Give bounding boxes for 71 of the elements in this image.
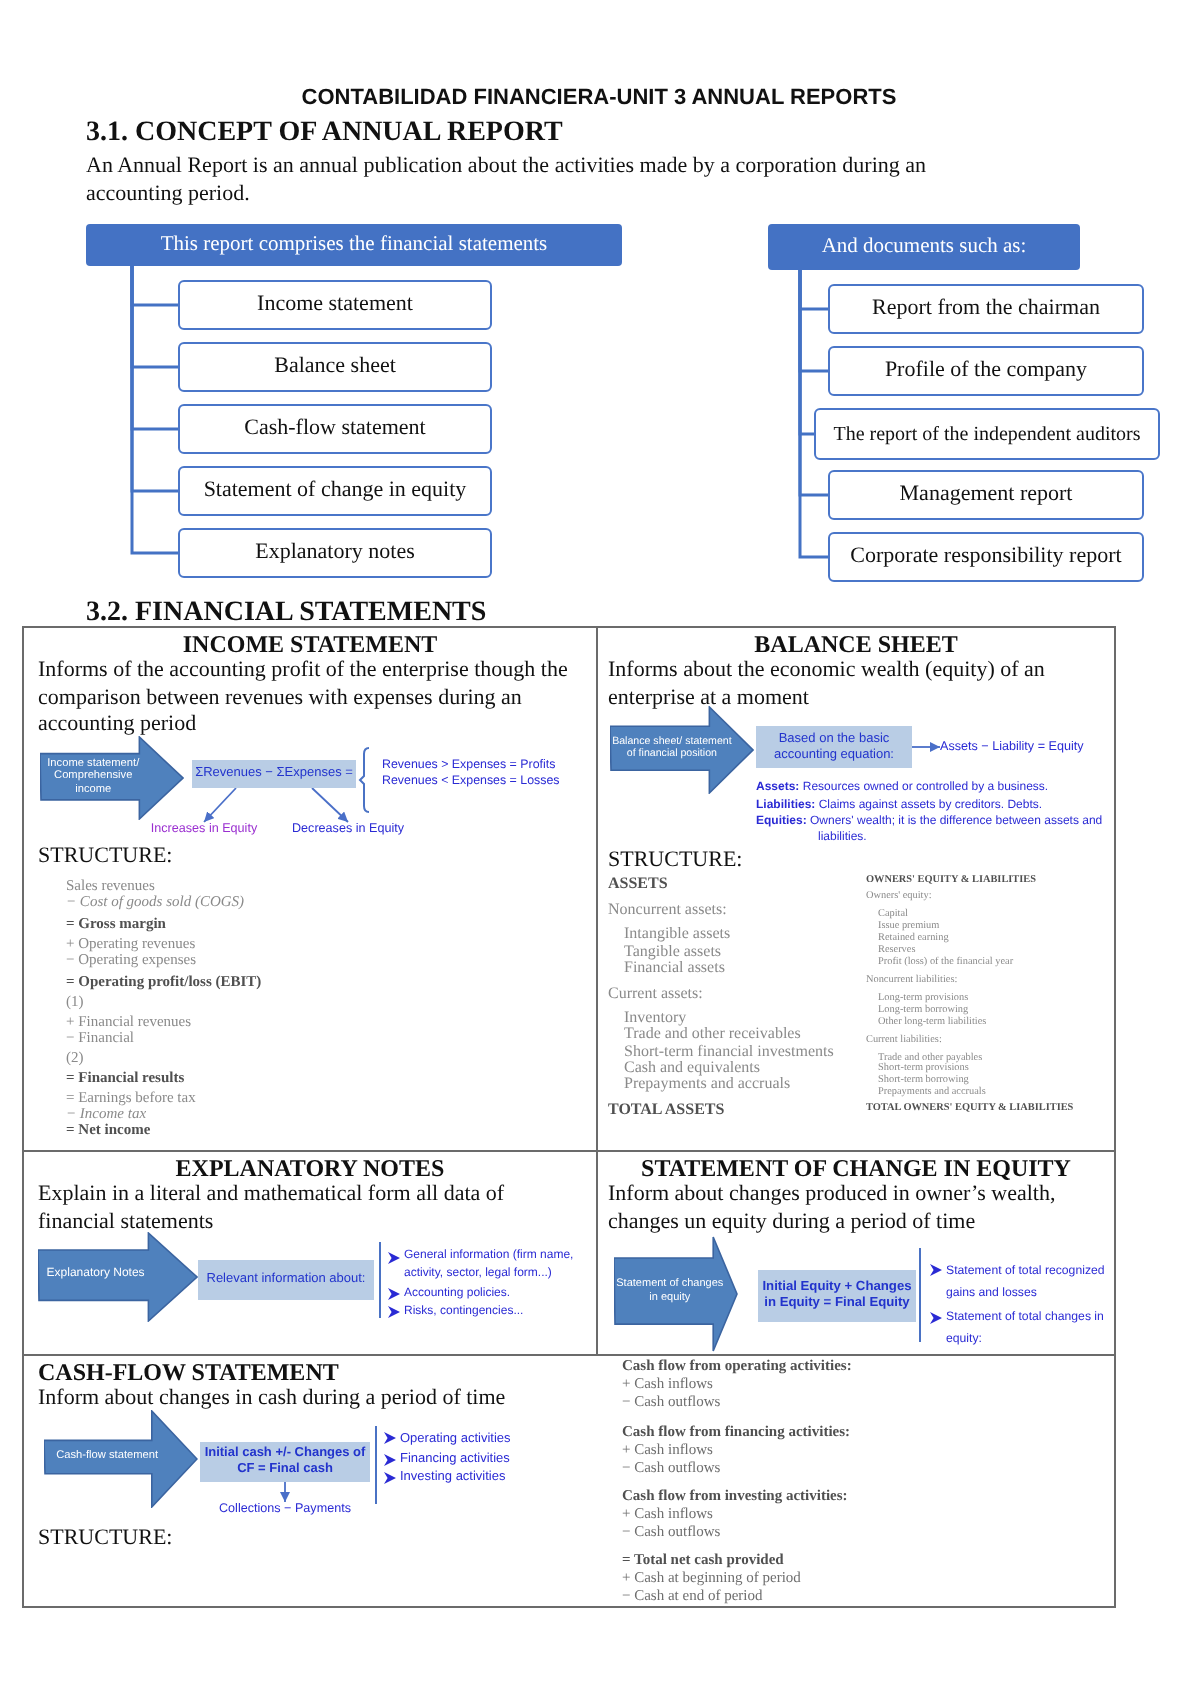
section-title: 3.2. FINANCIAL STATEMENTS <box>86 598 487 630</box>
box-label: Explanatory notes <box>255 540 415 566</box>
box-label: Report from the chairman <box>872 296 1100 322</box>
box-label: Statement of change in equity <box>203 478 467 504</box>
section-heading: CASH-FLOW STATEMENT <box>38 1358 339 1386</box>
box-label: Balance sheet <box>274 354 396 380</box>
block-arrow <box>44 1410 198 1508</box>
box-label: Income statement <box>257 292 413 318</box>
shaded-box <box>192 760 356 788</box>
statement-line: Noncurrent assets: <box>608 901 727 919</box>
statement-line: Cash and equivalents <box>624 1059 760 1077</box>
box-label: Profile of the company <box>884 358 1088 384</box>
table-cell <box>22 626 598 1152</box>
rounded-box <box>178 466 492 516</box>
connector-line <box>130 266 178 555</box>
arrow <box>203 787 237 823</box>
shaded-box <box>198 1260 374 1300</box>
statement-line: Short-term financial investments <box>624 1043 834 1061</box>
description-text: Inform about changes in cash during a period of time <box>38 1385 506 1412</box>
block-arrow <box>40 736 184 820</box>
description-text: Inform about changes produced in owner’s wealth, changes un equity during a period of time <box>608 1182 1058 1236</box>
statement-line: Tangible assets <box>624 943 722 961</box>
rounded-box <box>178 404 492 454</box>
description-text: Informs of the accounting profit of the enterprise though the comparison between revenues with expenses during an accounting period <box>38 658 570 739</box>
header-bar <box>768 224 1080 270</box>
rounded-box <box>828 532 1144 582</box>
rounded-box <box>814 408 1160 460</box>
description-text: Informs about the economic wealth (equity) of an enterprise at a moment <box>608 658 1047 712</box>
rounded-box <box>178 528 492 578</box>
table-cell <box>22 1354 1116 1608</box>
statement-line: Financial assets <box>624 959 725 977</box>
arrow <box>911 742 941 752</box>
structure-heading: STRUCTURE: <box>38 843 173 869</box>
statement-line: Current assets: <box>608 985 703 1003</box>
arrow <box>280 1481 290 1503</box>
section-heading: STATEMENT OF CHANGE IN EQUITY <box>641 1154 1071 1182</box>
connector-line <box>798 270 828 559</box>
statement-line: Trade and other receivables <box>624 1026 801 1044</box>
box-label: The report of the independent auditors <box>833 421 1141 447</box>
statement-line: ASSETS <box>608 875 668 893</box>
header-label: And documents such as: <box>821 235 1027 259</box>
box-label: Management report <box>899 482 1073 508</box>
box-label: Corporate responsibility report <box>850 544 1122 570</box>
section-title: 3.1. CONCEPT OF ANNUAL REPORT <box>86 118 563 150</box>
statement-line: TOTAL ASSETS <box>608 1101 725 1119</box>
table-cell <box>596 626 1116 1152</box>
header-bar <box>86 224 622 266</box>
rounded-box <box>828 284 1144 334</box>
rounded-box <box>828 346 1144 396</box>
statement-line: Inventory <box>624 1009 687 1026</box>
statement-line: Intangible assets <box>624 926 731 944</box>
rounded-box <box>178 280 492 330</box>
header-label: This report comprises the financial statements <box>160 233 548 257</box>
section-heading: EXPLANATORY NOTES <box>175 1154 445 1182</box>
box-label: Cash-flow statement <box>244 416 426 442</box>
rounded-box <box>178 342 492 392</box>
section-heading: INCOME STATEMENT <box>182 630 438 658</box>
block-arrow <box>610 706 754 794</box>
shaded-box <box>756 726 912 768</box>
intro-paragraph: An Annual Report is an annual publication about the activities made by a corporation during an accounting period. <box>86 151 929 210</box>
section-heading: BALANCE SHEET <box>754 630 958 658</box>
statement-line: Prepayments and accruals <box>624 1076 791 1094</box>
block-arrow <box>614 1236 738 1352</box>
description-text: Explain in a literal and mathematical form all data of financial statements <box>38 1182 507 1236</box>
structure-heading: STRUCTURE: <box>608 847 743 873</box>
block-arrow <box>38 1232 198 1322</box>
structure-heading: STRUCTURE: <box>38 1526 173 1552</box>
arrow <box>311 787 349 823</box>
shaded-box <box>758 1270 916 1322</box>
page-title: CONTABILIDAD FINANCIERA-UNIT 3 ANNUAL REPORTS <box>301 86 897 112</box>
rounded-box <box>828 470 1144 520</box>
